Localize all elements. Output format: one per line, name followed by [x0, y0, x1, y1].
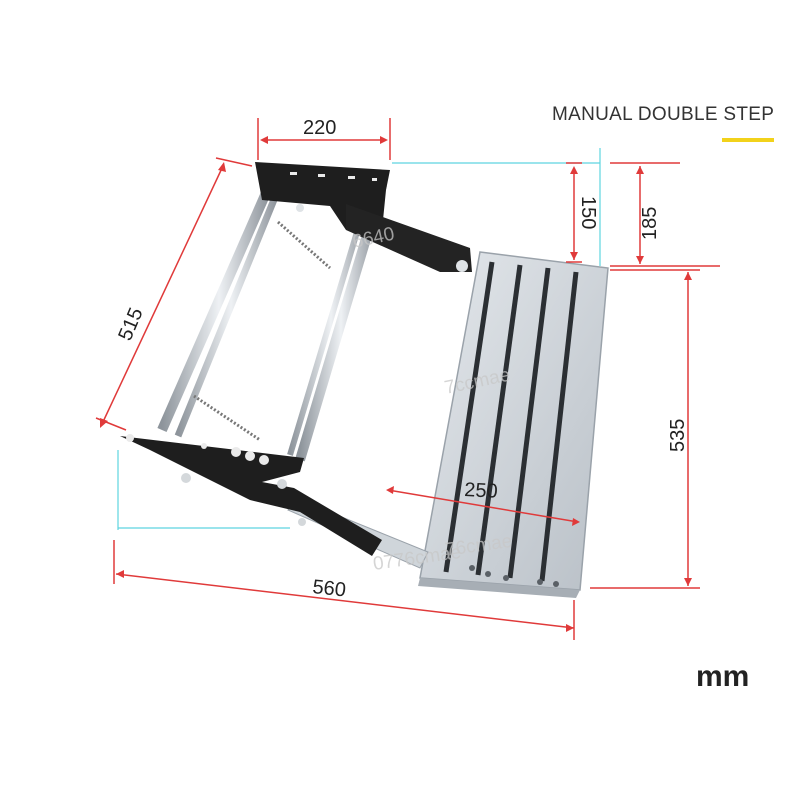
- dim-step-depth: 535: [667, 419, 689, 452]
- dim-hinge-height: 150: [577, 196, 599, 229]
- bottom-bracket: [120, 434, 382, 556]
- dim-top-height: 185: [639, 207, 661, 240]
- extension-lines: [117, 148, 601, 530]
- step-tread: [418, 251, 609, 598]
- product-title: MANUAL DOUBLE STEP: [552, 104, 775, 125]
- dimension-lines: [95, 118, 720, 640]
- dim-top-width: 220: [303, 117, 336, 139]
- tread-bolt-holes: [469, 565, 559, 587]
- title-accent-bar: [722, 138, 774, 142]
- dim-overall-width: 560: [311, 576, 346, 601]
- dim-step-width: 250: [464, 479, 498, 503]
- springs: [193, 220, 331, 442]
- top-bracket: [255, 162, 472, 272]
- unit-label: mm: [696, 660, 750, 693]
